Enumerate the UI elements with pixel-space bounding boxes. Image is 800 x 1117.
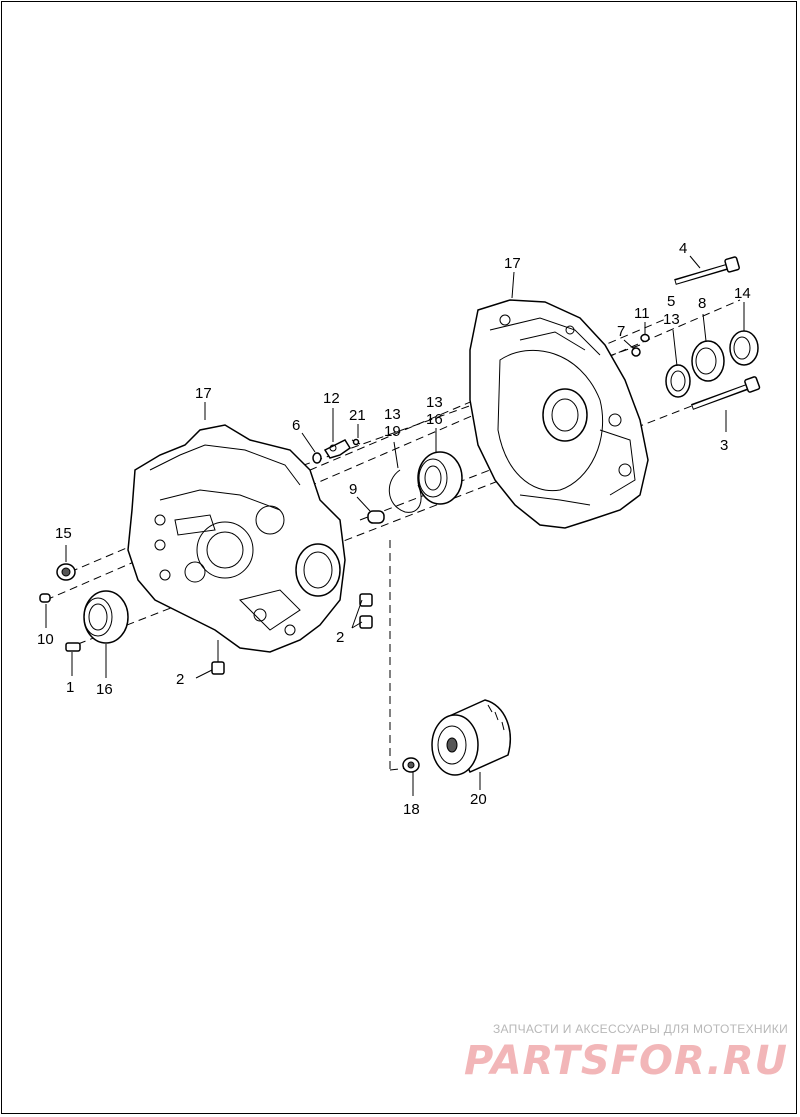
callout-15: 15 <box>55 525 72 542</box>
callout-6: 6 <box>292 417 300 434</box>
part-15-bearing <box>56 563 76 581</box>
watermark-caption: ЗАПЧАСТИ И АКСЕССУАРЫ ДЛЯ МОТОТЕХНИКИ <box>492 1022 788 1036</box>
callout-19: 19 <box>384 423 401 440</box>
callout-21: 21 <box>349 407 366 424</box>
callout-13-right: 13 <box>663 311 680 328</box>
callout-2-bottom: 2 <box>176 671 184 688</box>
callout-9: 9 <box>349 481 357 498</box>
part-7-ball <box>631 347 641 357</box>
part-12-sensor <box>323 439 352 459</box>
part-16-main-bearing <box>417 451 463 505</box>
part-1-bolt <box>65 642 81 652</box>
callout-20: 20 <box>470 791 487 808</box>
callout-17-left: 17 <box>195 385 212 402</box>
part-2-plug-right-lower <box>359 615 373 629</box>
callout-8: 8 <box>698 295 706 312</box>
right-crankcase-half <box>469 299 649 529</box>
watermark-brand: PARTSFOR.RU <box>463 1038 788 1084</box>
watermark: ЗАПЧАСТИ И АКСЕССУАРЫ ДЛЯ МОТОТЕХНИКИ PA… <box>464 1022 788 1084</box>
part-20-oil-filter <box>431 699 511 776</box>
left-crankcase-half <box>127 424 346 653</box>
callout-10: 10 <box>37 631 54 648</box>
callout-11: 11 <box>634 305 650 322</box>
part-18-fitting <box>402 757 420 773</box>
part-19-retaining-ring <box>388 469 422 513</box>
part-10-dowel <box>39 593 51 603</box>
callout-17-right: 17 <box>504 255 521 272</box>
callout-16-mid: 16 <box>426 411 443 428</box>
part-16-left-bearing <box>83 590 129 644</box>
callout-14: 14 <box>734 285 751 302</box>
part-8-bearing <box>691 340 725 382</box>
part-2-plug-right-upper <box>359 593 373 607</box>
callout-labels: 15 10 16 1 2 2 17 6 12 21 13 19 13 16 9 … <box>37 240 751 818</box>
callout-13-mid: 13 <box>426 394 443 411</box>
callout-4: 4 <box>679 240 687 257</box>
part-3-bolt <box>690 376 761 410</box>
part-11-plug <box>640 333 650 343</box>
callout-2-right: 2 <box>336 629 344 646</box>
part-2-plug-bottom <box>211 640 225 675</box>
callout-1: 1 <box>66 679 74 696</box>
callout-12: 12 <box>323 390 340 407</box>
part-6-o-ring <box>312 452 322 464</box>
part-5-seal <box>665 364 691 398</box>
part-4-bolt <box>674 256 740 285</box>
callout-13-left: 13 <box>384 406 401 423</box>
callout-16-left: 16 <box>96 681 113 698</box>
leader-lines <box>45 255 745 796</box>
callout-5: 5 <box>667 293 675 310</box>
callout-18: 18 <box>403 801 420 818</box>
part-14-sleeve <box>729 330 759 366</box>
callout-7: 7 <box>617 323 625 340</box>
part-21-screw <box>351 438 361 446</box>
part-9-sleeve <box>367 510 385 524</box>
callout-3: 3 <box>720 437 728 454</box>
